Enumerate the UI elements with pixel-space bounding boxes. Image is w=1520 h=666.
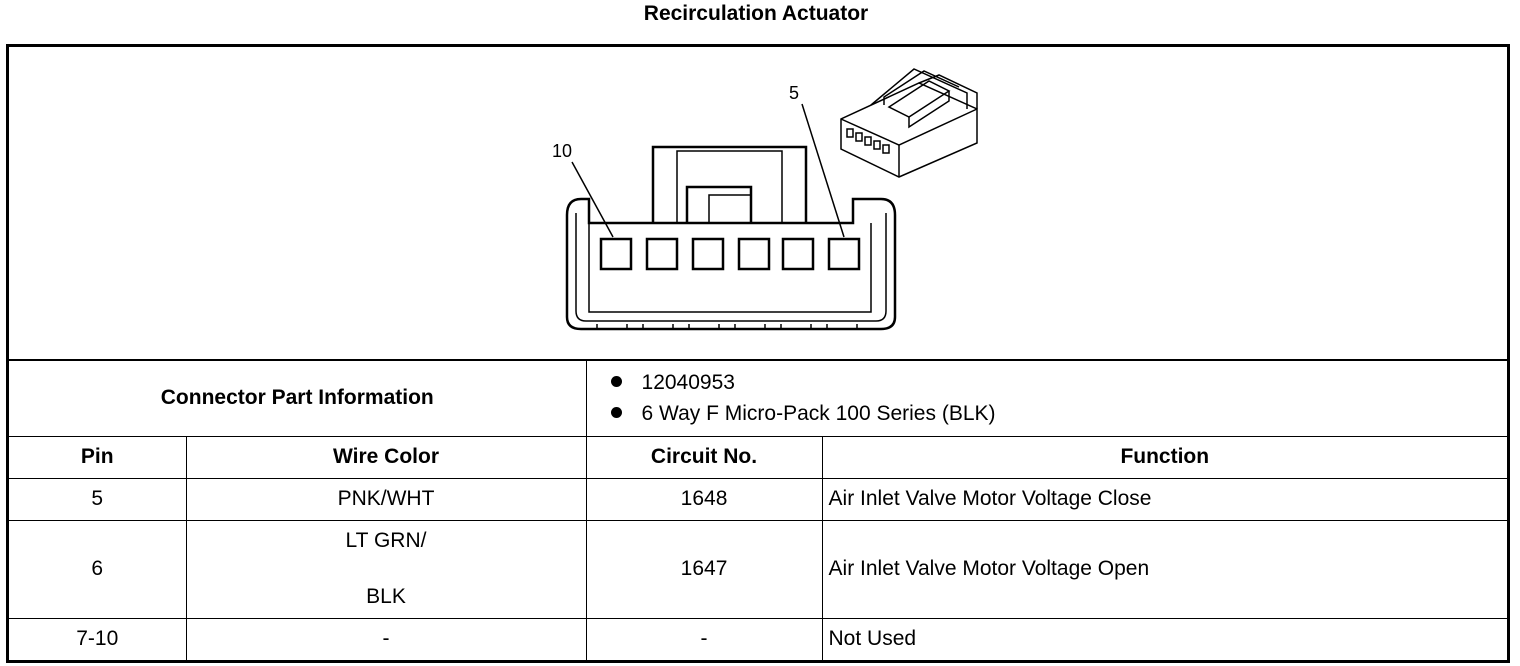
header-function: Function: [821, 435, 1508, 479]
cell-circuit: 1648: [585, 477, 823, 521]
cell-circuit: -: [585, 617, 823, 660]
cell-circuit: 1647: [585, 519, 823, 619]
cell-function: Not Used: [821, 617, 1508, 660]
cell-wire-color: LT GRN/ BLK: [185, 519, 587, 619]
cell-pin: 7-10: [9, 617, 187, 660]
connector-info-item: 6 Way F Micro-Pack 100 Series (BLK): [610, 398, 1508, 429]
wire-color-line: LT GRN/: [345, 529, 427, 552]
cell-wire-color: PNK/WHT: [185, 477, 587, 521]
connector-table-frame: 10 5 Connector Part Information 12040953…: [6, 44, 1510, 663]
cavity-6: [781, 237, 815, 271]
connector-diagram: 10 5: [9, 47, 1507, 359]
pinout-table: Connector Part Information 12040953 6 Wa…: [9, 359, 1508, 660]
header-circuit-no: Circuit No.: [585, 435, 823, 479]
bullet-icon: [610, 376, 622, 388]
cavity-7: [737, 237, 771, 271]
connector-info-item: 12040953: [610, 367, 1508, 398]
connector-part-number: 12040953: [641, 371, 735, 395]
cell-wire-color: -: [185, 617, 587, 660]
table-row: 7-10 - - Not Used: [9, 617, 1508, 660]
wire-color-line: BLK: [366, 585, 406, 608]
cavity-5: [827, 237, 861, 271]
cell-function: Air Inlet Valve Motor Voltage Open: [821, 519, 1508, 619]
connector-info-row: Connector Part Information 12040953 6 Wa…: [9, 359, 1508, 437]
cell-function: Air Inlet Valve Motor Voltage Close: [821, 477, 1508, 521]
connector-info-label: Connector Part Information: [9, 359, 587, 437]
connector-description: 6 Way F Micro-Pack 100 Series (BLK): [641, 402, 996, 426]
table-header-row: Pin Wire Color Circuit No. Function: [9, 435, 1508, 479]
cell-pin: 6: [9, 519, 187, 619]
bullet-icon: [610, 407, 622, 419]
cavity-8: [691, 237, 725, 271]
header-pin: Pin: [9, 435, 187, 479]
page-title: Recirculation Actuator: [643, 2, 869, 25]
cavity-10: [599, 237, 633, 271]
pin-label-5: 5: [789, 83, 799, 103]
connector-info-list: 12040953 6 Way F Micro-Pack 100 Series (…: [585, 359, 1508, 437]
header-wire-color: Wire Color: [185, 435, 587, 479]
cell-pin: 5: [9, 477, 187, 521]
pin-label-10: 10: [552, 141, 572, 161]
table-row: 6 LT GRN/ BLK 1647 Air Inlet Valve Motor…: [9, 519, 1508, 619]
table-row: 5 PNK/WHT 1648 Air Inlet Valve Motor Vol…: [9, 477, 1508, 521]
cavity-9: [645, 237, 679, 271]
connector-illustration: 10 5: [552, 68, 978, 331]
